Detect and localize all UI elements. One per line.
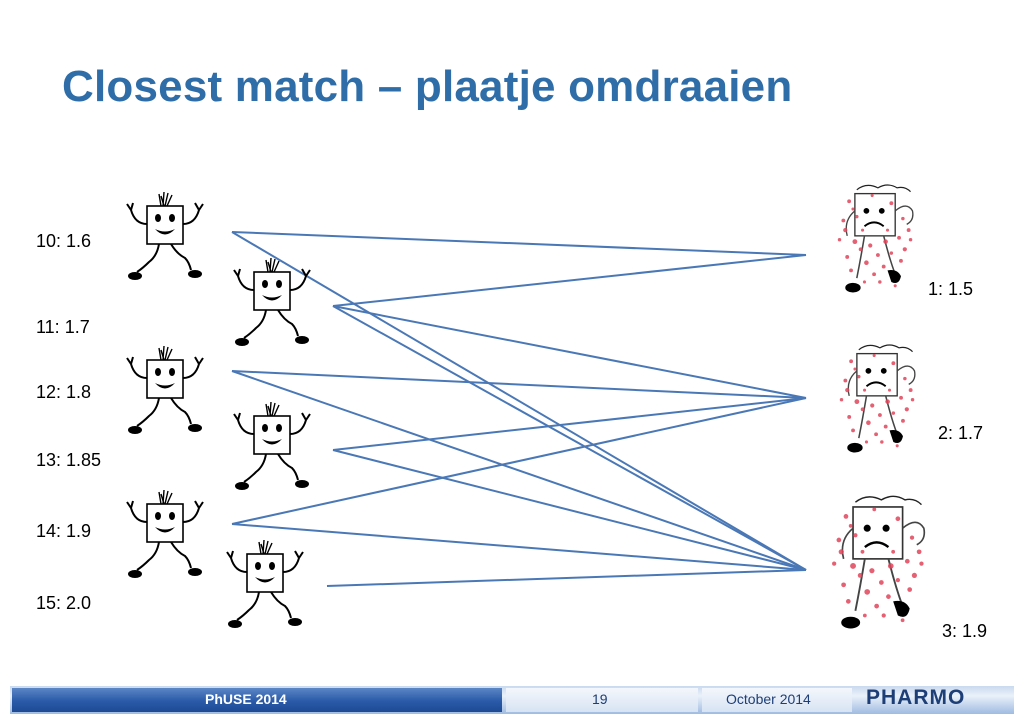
pharmo-logo: PHARMO [866, 686, 966, 709]
footer-event: PhUSE 2014 [205, 691, 287, 707]
happy-figure-icon [126, 345, 204, 435]
right-label-1: 1: 1.5 [928, 279, 974, 299]
footer-date-segment [702, 688, 852, 712]
left-label-15: 15: 2.0 [36, 593, 92, 613]
right-label-3: 3: 1.9 [942, 621, 988, 641]
happy-figure-icon [126, 191, 204, 281]
connection-line [326, 569, 807, 587]
footer-event-segment [12, 688, 502, 712]
connection-line [332, 305, 807, 571]
sad-figure-icon [830, 495, 926, 630]
left-label-14: 14: 1.9 [36, 521, 92, 541]
happy-figure-icon [226, 539, 304, 629]
happy-figure-icon [126, 489, 204, 579]
connection-line [231, 523, 807, 571]
connection-lines [231, 231, 807, 587]
sad-figure-icon [838, 344, 916, 454]
connection-line [231, 397, 807, 525]
connection-line [231, 231, 807, 256]
connection-line [231, 370, 807, 571]
left-label-10: 10: 1.6 [36, 231, 92, 251]
connection-line [231, 231, 807, 571]
happy-figure-icon [233, 401, 311, 491]
right-label-2: 2: 1.7 [938, 423, 984, 443]
left-label-13: 13: 1.85 [36, 450, 102, 470]
connection-line [332, 305, 807, 399]
footer-page-segment [506, 688, 698, 712]
connection-line [332, 254, 807, 307]
footer-date: October 2014 [726, 691, 811, 707]
connection-line [332, 449, 807, 571]
footer-page-number: 19 [592, 691, 608, 707]
connection-line [332, 397, 807, 451]
sad-figure-icon [836, 184, 914, 294]
slide-title: Closest match – plaatje omdraaien [62, 62, 793, 111]
connection-line [231, 370, 807, 399]
left-label-12: 12: 1.8 [36, 382, 92, 402]
left-label-11: 11: 1.7 [36, 317, 90, 337]
